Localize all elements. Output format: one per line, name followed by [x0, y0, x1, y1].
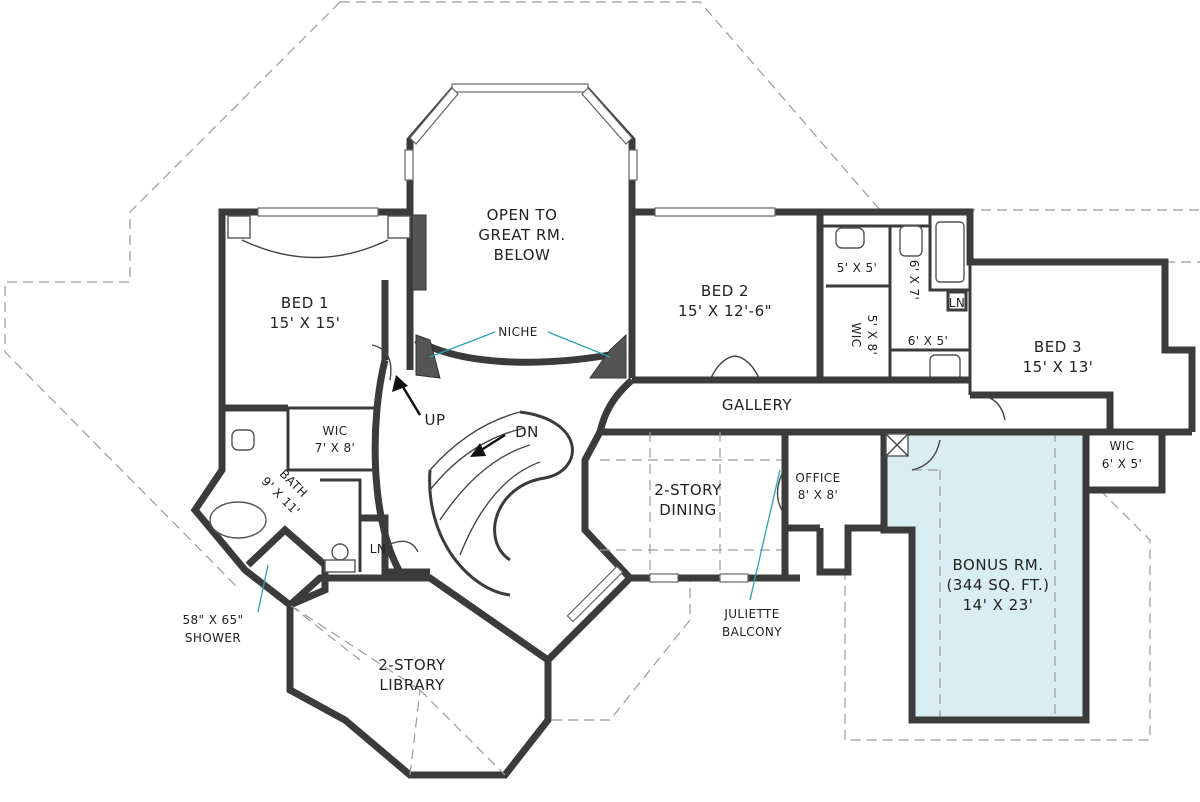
dining-label-2: DINING: [659, 501, 716, 519]
bonus-sqft: (344 SQ. FT.): [947, 576, 1050, 594]
wic-bed3-dim: 6' X 5': [1102, 457, 1143, 471]
bed1-label: BED 1: [281, 294, 329, 312]
bath-c-dim: 6' X 5': [908, 334, 949, 348]
wic-bed1: [286, 406, 377, 472]
bed2-dim: 15' X 12'-6": [678, 302, 772, 320]
library: [286, 565, 633, 779]
juliette-label-1: JULIETTE: [723, 607, 779, 621]
bed2-label: BED 2: [701, 282, 749, 300]
library-label-2: LIBRARY: [379, 676, 445, 694]
shower-dim: 58" X 65": [182, 613, 243, 627]
great-room-label-2: GREAT RM.: [478, 226, 565, 244]
wic-bed2-dim: 5' X 8': [865, 315, 879, 356]
bonus-room-fill: [912, 432, 1086, 720]
juliette-label-2: BALCONY: [722, 625, 782, 639]
office-label: OFFICE: [795, 471, 840, 485]
bed1: [218, 207, 411, 412]
stair-arrows: [392, 375, 506, 457]
gallery: [600, 376, 970, 436]
dining-label-1: 2-STORY: [654, 481, 722, 499]
gallery-label: GALLERY: [722, 396, 793, 414]
bonus-label: BONUS RM.: [953, 556, 1044, 574]
linen2-label: LN: [370, 542, 386, 556]
wic-bed1-label: WIC: [323, 424, 348, 438]
office: [781, 432, 884, 582]
bed3: [970, 391, 1192, 436]
bonus-dashes: [912, 432, 1056, 720]
office-dim: 8' X 8': [798, 488, 839, 502]
wic-bed2-label: WIC: [849, 323, 863, 348]
leaders: [257, 331, 781, 613]
rotunda: [371, 344, 635, 597]
wic-bed3-label: WIC: [1110, 439, 1135, 453]
bath-cluster: [820, 208, 1196, 432]
linen-label: LN: [949, 296, 965, 310]
great-room-label-1: OPEN TO: [487, 206, 558, 224]
bath-a-dim: 5' X 5': [837, 261, 878, 275]
down-label: DN: [515, 423, 539, 441]
great-room-windows: [404, 83, 638, 181]
library-label-1: 2-STORY: [378, 656, 446, 674]
niche-label: NICHE: [498, 325, 538, 339]
bath-b-dim: 6' X 7': [907, 260, 921, 301]
bath-b-group: 6' X 7': [907, 260, 921, 301]
bed1-dim: 15' X 15': [270, 314, 341, 332]
bonus-dim: 14' X 23': [963, 596, 1034, 614]
wic-bed1-dim: 7' X 8': [315, 441, 356, 455]
bed3-label: BED 3: [1034, 338, 1082, 356]
shower-label: SHOWER: [185, 631, 241, 645]
wic-bed2: WIC 5' X 8': [849, 315, 879, 356]
great-room-label-3: BELOW: [494, 246, 551, 264]
up-label: UP: [424, 411, 445, 429]
bed3-dim: 15' X 13': [1023, 358, 1094, 376]
bath1: [190, 408, 400, 609]
